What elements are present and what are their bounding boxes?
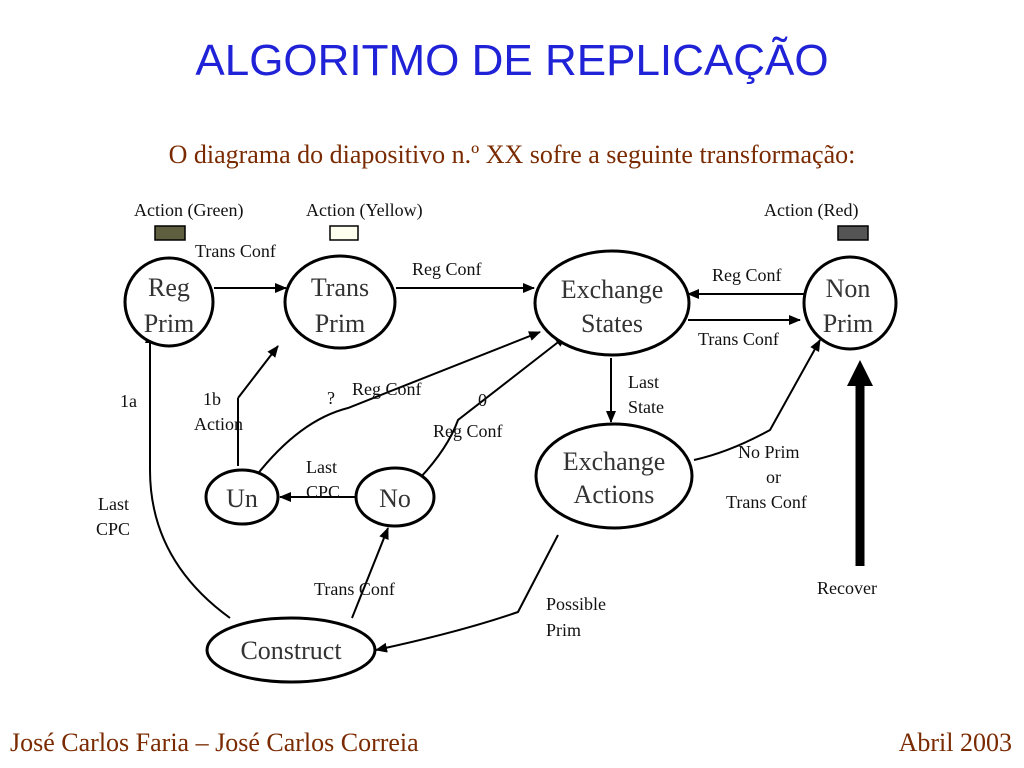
label-actions-to-non-line-1: No Prim	[738, 442, 800, 462]
edge-un-to-trans	[237, 345, 279, 399]
label-construct-to-reg-line-2: CPC	[96, 519, 130, 539]
label-no-to-exchange-line-2: Reg Conf	[433, 421, 503, 441]
legend-red-swatch	[837, 225, 869, 241]
label-last-state-line-1: Last	[628, 372, 659, 392]
node-reg-prim: Reg Prim	[123, 256, 215, 348]
label-non-to-exchange: Reg Conf	[712, 265, 782, 285]
label-actions-to-non-line-2: or	[766, 467, 781, 487]
node-un-label: Un	[226, 484, 258, 513]
label-1b-line-1: 1b	[203, 389, 221, 409]
label-last-state-line-2: State	[628, 397, 664, 417]
node-exchange-actions: Exchange Actions	[534, 422, 694, 530]
label-construct-to-no: Trans Conf	[314, 579, 395, 599]
footer-authors: José Carlos Faria – José Carlos Correia	[10, 728, 419, 757]
legend-yellow-label: Action (Yellow)	[306, 200, 423, 221]
edge-construct-to-no	[351, 527, 389, 619]
node-reg-prim-line-2: Prim	[144, 309, 195, 338]
node-non-prim-line-1: Non	[826, 274, 871, 303]
label-trans-to-exchange: Reg Conf	[412, 259, 482, 279]
node-non-prim-line-2: Prim	[823, 309, 874, 338]
node-no-label: No	[379, 484, 411, 513]
node-no: No	[354, 466, 436, 528]
node-exchange-states: Exchange States	[533, 249, 691, 357]
edge-construct-to-reg	[145, 331, 231, 619]
legend-green: Action (Green)	[134, 200, 243, 241]
legend-yellow: Action (Yellow)	[306, 200, 423, 241]
legend-yellow-swatch	[329, 225, 359, 241]
legend-green-swatch	[154, 225, 186, 241]
node-exchange-actions-line-1: Exchange	[563, 447, 666, 476]
node-construct: Construct	[205, 616, 377, 684]
label-un-to-exchange: Reg Conf	[352, 379, 422, 399]
legend-green-label: Action (Green)	[134, 200, 243, 221]
node-trans-prim-line-2: Prim	[315, 309, 366, 338]
legend-red: Action (Red)	[764, 200, 869, 241]
node-exchange-states-line-2: States	[581, 309, 643, 338]
edge-no-to-exchange	[419, 335, 567, 479]
edge-un-to-exchange	[255, 331, 541, 477]
label-1b-line-2: Action	[194, 414, 243, 434]
label-question: ?	[327, 388, 335, 408]
label-construct-to-reg-line-1: Last	[98, 494, 129, 514]
label-recover: Recover	[817, 578, 877, 598]
label-no-to-exchange-line-1: 0	[478, 390, 487, 410]
label-exchange-to-non: Trans Conf	[698, 329, 779, 349]
node-trans-prim: Trans Prim	[283, 254, 397, 350]
node-construct-label: Construct	[240, 636, 342, 665]
edge-actions-to-construct	[375, 534, 559, 653]
node-non-prim: Non Prim	[802, 255, 898, 351]
slide-title: ALGORITMO DE REPLICAÇÃO	[195, 36, 829, 85]
legend-red-label: Action (Red)	[764, 200, 858, 221]
label-1a: 1a	[120, 391, 137, 411]
node-exchange-actions-line-2: Actions	[574, 480, 655, 509]
label-actions-to-construct-line-2: Prim	[546, 620, 581, 640]
label-actions-to-construct-line-1: Possible	[546, 594, 606, 614]
node-un: Un	[204, 468, 280, 526]
label-actions-to-non-line-3: Trans Conf	[726, 492, 807, 512]
node-trans-prim-line-1: Trans	[311, 273, 369, 302]
slide-subtitle: O diagrama do diapositivo n.º XX sofre a…	[168, 140, 856, 169]
label-reg-to-trans: Trans Conf	[195, 241, 276, 261]
label-no-to-un-line-2: CPC	[306, 482, 340, 502]
footer-date: Abril 2003	[898, 728, 1012, 757]
label-no-to-un-line-1: Last	[306, 457, 337, 477]
node-reg-prim-line-1: Reg	[148, 273, 190, 302]
node-exchange-states-line-1: Exchange	[561, 275, 664, 304]
edge-actions-to-non	[693, 339, 821, 461]
